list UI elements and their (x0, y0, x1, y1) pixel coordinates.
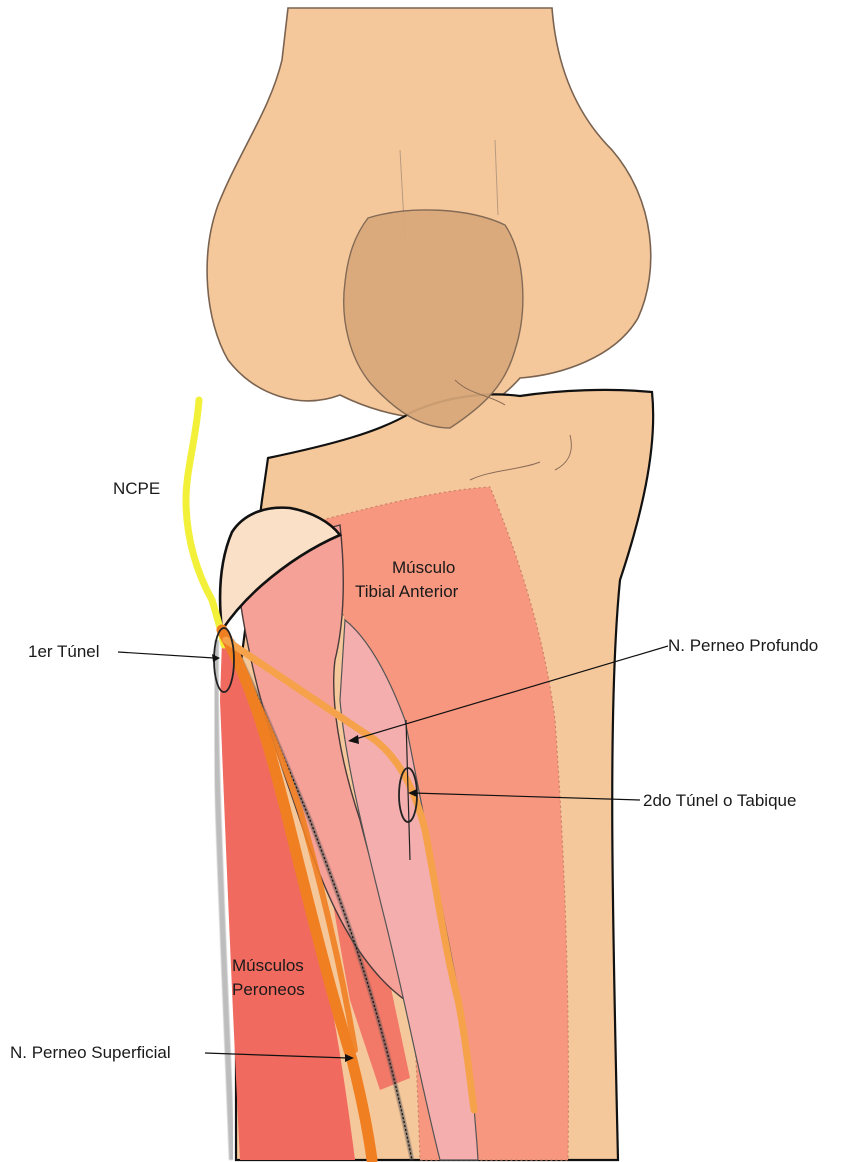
label-peroneal-line1: Músculos (232, 956, 304, 975)
label-peroneal-line2: Peroneos (232, 980, 305, 999)
label-ncpe: NCPE (113, 479, 160, 498)
label-superficial-nerve: N. Perneo Superficial (10, 1043, 171, 1062)
label-first-tunnel: 1er Túnel (28, 642, 100, 661)
label-second-tunnel: 2do Túnel o Tabique (643, 791, 796, 810)
leader-first-tunnel (118, 652, 214, 658)
label-tibialis-line2: Tibial Anterior (355, 582, 459, 601)
label-deep-nerve: N. Perneo Profundo (668, 636, 818, 655)
common-peroneal-nerve (186, 400, 224, 645)
label-tibialis-line1: Músculo (392, 558, 455, 577)
